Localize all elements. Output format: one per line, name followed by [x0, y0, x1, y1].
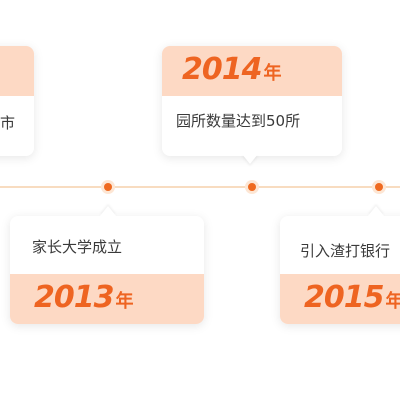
year-unit: 年: [263, 63, 282, 84]
timeline-dot-2013: [104, 183, 112, 191]
year-band: [162, 46, 342, 96]
year-unit: 年: [385, 291, 400, 312]
milestone-event: 市: [0, 114, 16, 132]
card-pointer: [368, 206, 384, 216]
card-pointer: [100, 206, 116, 216]
year-unit: 年: [115, 291, 134, 312]
milestone-event: 引入渣打银行: [300, 242, 391, 260]
year-band: [10, 274, 204, 324]
year-number: 2014: [182, 52, 262, 87]
milestone-event: 家长大学成立: [32, 238, 123, 256]
milestone-event: 园所数量达到50所: [176, 112, 301, 130]
timeline-dot-2014: [248, 183, 256, 191]
year-number: 2015: [304, 280, 384, 315]
year-band: [0, 46, 34, 96]
card-pointer: [242, 154, 258, 164]
year-number: 2013: [34, 280, 114, 315]
timeline-dot-2015: [375, 183, 383, 191]
timeline-axis: [0, 186, 400, 188]
year-band: [280, 274, 400, 324]
milestone-card-partial: 市: [0, 46, 34, 156]
